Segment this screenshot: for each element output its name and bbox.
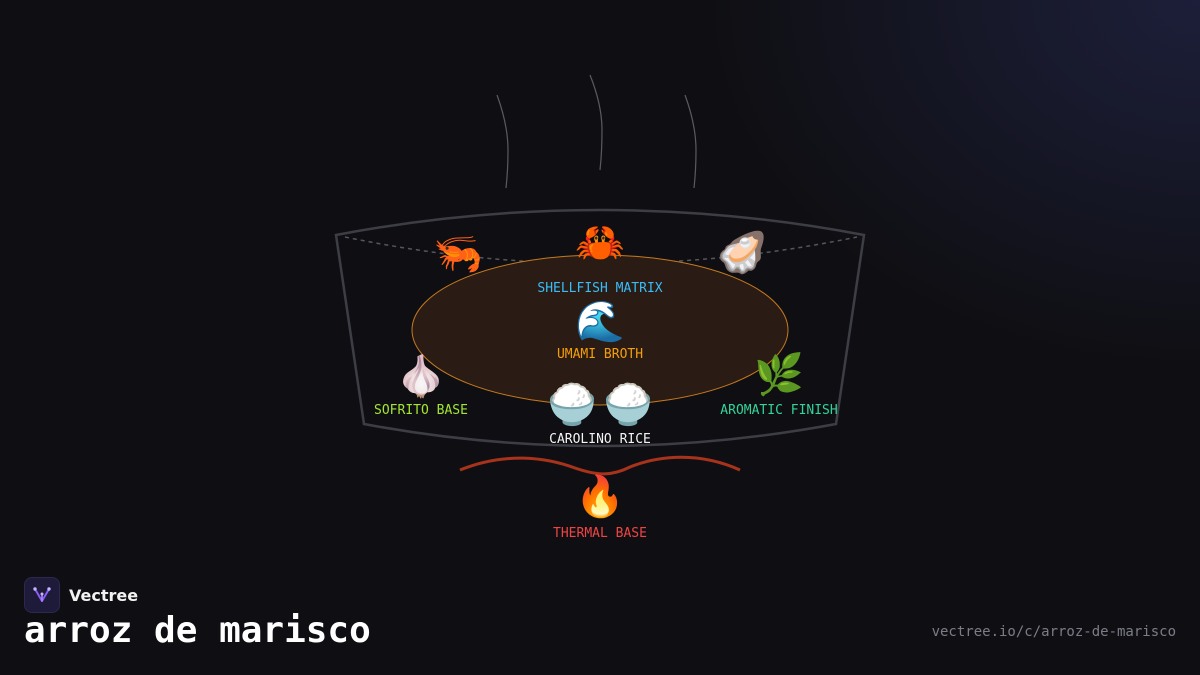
shrimp-icon: 🦐 bbox=[433, 231, 483, 277]
fire-icon: 🔥 bbox=[575, 473, 625, 520]
steam-line-left bbox=[496, 94, 509, 189]
aromatic-finish-label: AROMATIC FINISH bbox=[720, 403, 837, 418]
rice-bowl-icon-right: 🍚 bbox=[603, 381, 653, 428]
rice-bowl-icon-left: 🍚 bbox=[547, 381, 597, 428]
umami-broth-label: UMAMI BROTH bbox=[557, 347, 643, 362]
carolino-rice-label: CAROLINO RICE bbox=[549, 432, 651, 447]
brand-name: Vectree bbox=[69, 585, 139, 605]
garlic-icon: 🧄 bbox=[396, 353, 446, 400]
umami-broth-ellipse bbox=[411, 254, 789, 406]
crab-icon: 🦀 bbox=[575, 220, 625, 266]
page-url[interactable]: vectree.io/c/arroz-de-marisco bbox=[931, 624, 1176, 640]
steam-line-right bbox=[684, 94, 697, 189]
thermal-base-label: THERMAL BASE bbox=[553, 526, 647, 541]
shellfish-matrix-label: SHELLFISH MATRIX bbox=[537, 281, 662, 296]
sofrito-base-label: SOFRITO BASE bbox=[374, 403, 468, 418]
wave-icon: 🌊 bbox=[575, 298, 625, 345]
pan-outline bbox=[334, 208, 866, 448]
herb-icon: 🌿 bbox=[754, 351, 804, 398]
brand: Vectree bbox=[24, 577, 138, 613]
page-title: arroz de marisco bbox=[24, 610, 371, 651]
oyster-icon: 🦪 bbox=[717, 227, 767, 276]
vectree-logo-icon bbox=[24, 577, 60, 613]
flame-wave bbox=[459, 455, 741, 476]
steam-line-center bbox=[589, 74, 603, 171]
